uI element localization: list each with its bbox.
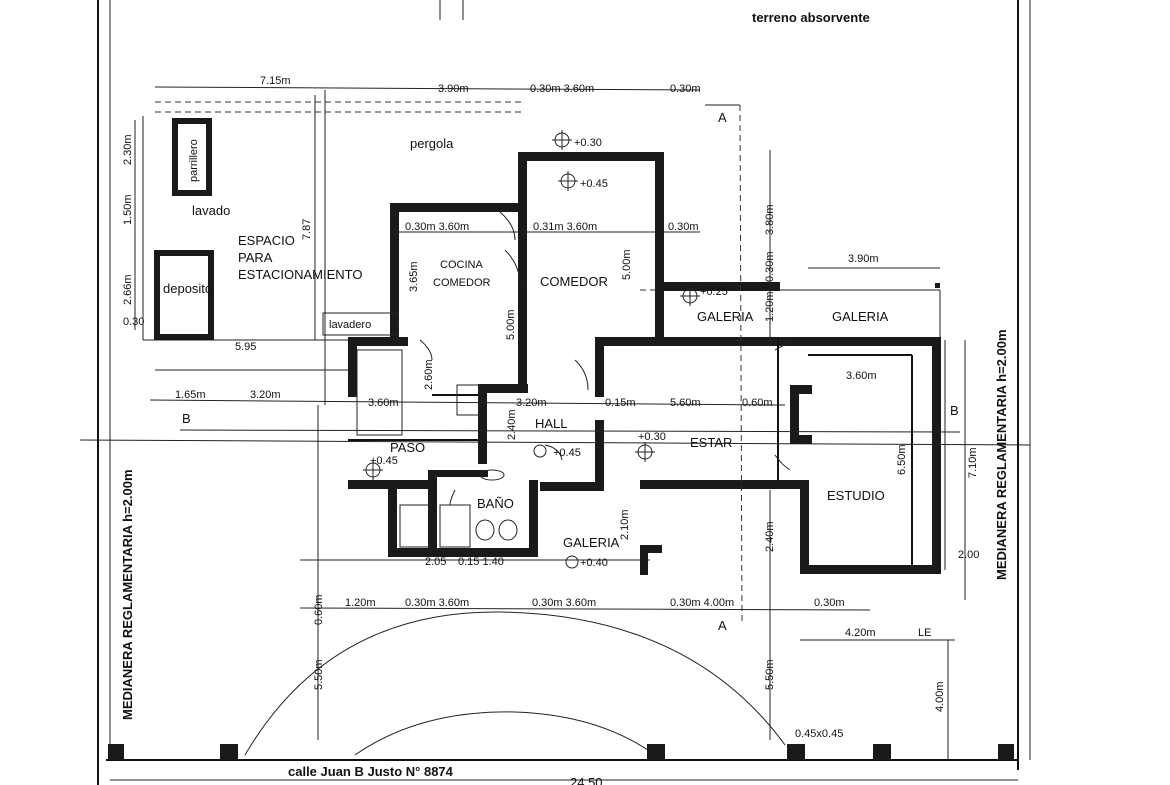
section-a-top: A	[718, 110, 727, 125]
dim-015-140: 0.15 1.40	[458, 556, 504, 568]
street-label: calle Juan B Justo N° 8874	[288, 764, 454, 779]
room-lavado: lavado	[192, 203, 230, 218]
dim-bot-030-400: 0.30m 4.00m	[670, 597, 734, 609]
section-a-bottom: A	[718, 618, 727, 633]
room-comedor: COMEDOR	[540, 274, 608, 289]
dim-bot-420: 4.20m	[845, 627, 876, 639]
dim-320: 3.20m	[250, 389, 281, 401]
level-paso: +0.45	[370, 455, 398, 467]
room-lavadero: lavadero	[329, 319, 371, 331]
room-galeria-back-2: GALERIA	[832, 309, 889, 324]
room-kitchen-1: COCINA	[440, 259, 483, 271]
dim-320h: 3.20m	[516, 397, 547, 409]
dim-210: 2.10m	[619, 509, 631, 540]
section-b-right: B	[950, 403, 959, 418]
room-bano: BAÑO	[477, 496, 514, 511]
level-markers	[363, 130, 700, 569]
section-lines	[179, 104, 961, 626]
room-galeria-back-1: GALERIA	[697, 309, 754, 324]
room-hall: HALL	[535, 416, 568, 431]
dim-380: 3.80m	[764, 204, 776, 235]
right-side-label: MEDIANERA REGLAMENTARIA h=2.00m	[994, 329, 1009, 580]
room-parking-2: PARA	[238, 250, 273, 265]
dim-715: 7.15m	[260, 75, 291, 87]
dim-240: 2.40m	[506, 409, 518, 440]
dim-595: 5.95	[235, 341, 256, 353]
dim-bot-030: 0.30m	[814, 597, 845, 609]
dim-230: 2.30m	[122, 134, 134, 165]
level-comedor-top: +0.30	[574, 137, 602, 149]
room-parking-3: ESTACIONAMIENTO	[238, 267, 362, 282]
room-deposito: deposito	[163, 281, 212, 296]
room-kitchen-2: COMEDOR	[433, 277, 491, 289]
dim-com-031-360: 0.31m 3.60m	[533, 221, 597, 233]
dim-266: 2.66m	[122, 274, 134, 305]
terrain-label: terreno absorvente	[752, 10, 870, 25]
dim-260: 2.60m	[423, 359, 435, 390]
level-galeria-front: +0.40	[580, 557, 608, 569]
dim-kit-030-360: 0.30m 3.60m	[405, 221, 469, 233]
dim-bot-120: 1.20m	[345, 597, 376, 609]
room-parrillero: parrillero	[188, 139, 200, 182]
dim-com-030: 0.30m	[668, 221, 699, 233]
dimension-lines	[134, 86, 966, 760]
dim-150: 1.50m	[122, 194, 134, 225]
dim-060v: 0.60m	[313, 594, 325, 625]
room-paso: PASO	[390, 440, 425, 455]
dim-365: 3.65m	[408, 261, 420, 292]
section-b-left: B	[182, 411, 191, 426]
left-side-label: MEDIANERA REGLAMENTARIA h=2.00m	[120, 469, 135, 720]
dim-205: 2.05	[425, 556, 446, 568]
dim-550a: 5.50m	[313, 659, 325, 690]
dim-400: 4.00m	[934, 681, 946, 712]
dim-120: 1.20m	[764, 291, 776, 322]
room-pergola: pergola	[410, 136, 454, 151]
dim-030v: 0.30m	[764, 251, 776, 282]
dim-le: LE	[918, 627, 931, 639]
dim-390g: 3.90m	[848, 253, 879, 265]
dim-650: 6.50m	[896, 444, 908, 475]
dim-550b: 5.50m	[764, 659, 776, 690]
room-parking-1: ESPACIO	[238, 233, 295, 248]
room-galeria-front: GALERIA	[563, 535, 620, 550]
dim-560: 5.60m	[670, 397, 701, 409]
total-width-label: 24.50	[570, 775, 603, 785]
dim-060: 0.60m	[742, 397, 773, 409]
dim-165: 1.65m	[175, 389, 206, 401]
dim-787: 7.87	[301, 219, 313, 240]
dim-030-left: 0.30	[123, 316, 144, 328]
dim-bot-030-360b: 0.30m 3.60m	[532, 597, 596, 609]
walls	[154, 118, 941, 574]
dim-500a: 5.00m	[505, 309, 517, 340]
dim-bot-030-360a: 0.30m 3.60m	[405, 597, 469, 609]
plot-boundary	[79, 0, 1031, 785]
dim-col: 0.45x0.45	[795, 728, 843, 740]
level-estar: +0.30	[638, 431, 666, 443]
level-hall: +0.45	[553, 447, 581, 459]
dim-390: 3.90m	[438, 83, 469, 95]
dim-360e: 3.60m	[846, 370, 877, 382]
level-comedor-mid: +0.45	[580, 178, 608, 190]
dim-015m: 0.15m	[605, 397, 636, 409]
room-estudio: ESTUDIO	[827, 488, 885, 503]
dim-240b: 2.40m	[764, 521, 776, 552]
dim-500b: 5.00m	[621, 249, 633, 280]
room-estar: ESTAR	[690, 435, 732, 450]
dim-030: 0.30m	[670, 83, 701, 95]
dim-right-2: 2.00	[958, 549, 979, 561]
dimension-texts: 7.15m 3.90m 0.30m 3.60m 0.30m 2.30m 1.50…	[122, 75, 979, 740]
dim-710: 7.10m	[967, 447, 979, 478]
dim-030-360: 0.30m 3.60m	[530, 83, 594, 95]
driveway-arcs	[244, 611, 786, 756]
dim-360m: 3.60m	[368, 397, 399, 409]
level-galeria-back: +0.25	[700, 286, 728, 298]
